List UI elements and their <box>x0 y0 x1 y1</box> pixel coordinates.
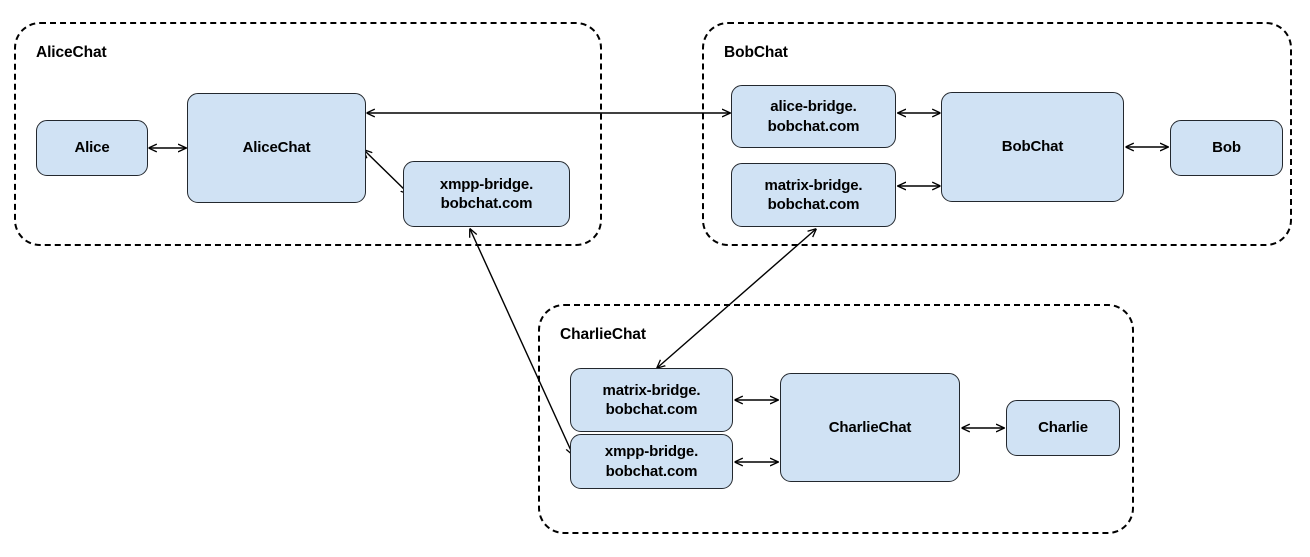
node-label: xmpp-bridge.bobchat.com <box>604 443 699 480</box>
group-container-charlie-group <box>538 304 1134 534</box>
node-bob-matrix-bridge[interactable]: matrix-bridge.bobchat.com <box>731 163 896 227</box>
node-bob-user[interactable]: Bob <box>1170 120 1283 176</box>
node-label: AliceChat <box>242 139 311 157</box>
node-charlie-xmpp-bridge[interactable]: xmpp-bridge.bobchat.com <box>570 434 733 489</box>
node-bobchat-server[interactable]: BobChat <box>941 92 1124 202</box>
group-container-alice-group <box>14 22 602 246</box>
node-alice-xmpp-bridge[interactable]: xmpp-bridge.bobchat.com <box>403 161 570 227</box>
node-alice-user[interactable]: Alice <box>36 120 148 176</box>
node-label: matrix-bridge.bobchat.com <box>764 176 863 213</box>
group-label-charlie-group: CharlieChat <box>560 326 646 343</box>
group-label-bob-group: BobChat <box>724 44 788 61</box>
node-label: matrix-bridge.bobchat.com <box>602 381 701 418</box>
group-label-alice-group: AliceChat <box>36 44 107 61</box>
node-charliechat-server[interactable]: CharlieChat <box>780 373 960 482</box>
node-bob-alice-bridge[interactable]: alice-bridge.bobchat.com <box>731 85 896 148</box>
node-alicechat-server[interactable]: AliceChat <box>187 93 366 203</box>
node-charlie-matrix-bridge[interactable]: matrix-bridge.bobchat.com <box>570 368 733 432</box>
node-label: Bob <box>1212 139 1241 157</box>
group-container-bob-group <box>702 22 1292 246</box>
node-label: alice-bridge.bobchat.com <box>767 98 860 135</box>
node-label: BobChat <box>1001 138 1064 156</box>
node-label: xmpp-bridge.bobchat.com <box>439 175 534 212</box>
node-charlie-user[interactable]: Charlie <box>1006 400 1120 456</box>
node-label: CharlieChat <box>828 418 912 436</box>
node-label: Charlie <box>1038 419 1088 437</box>
node-label: Alice <box>74 139 110 157</box>
